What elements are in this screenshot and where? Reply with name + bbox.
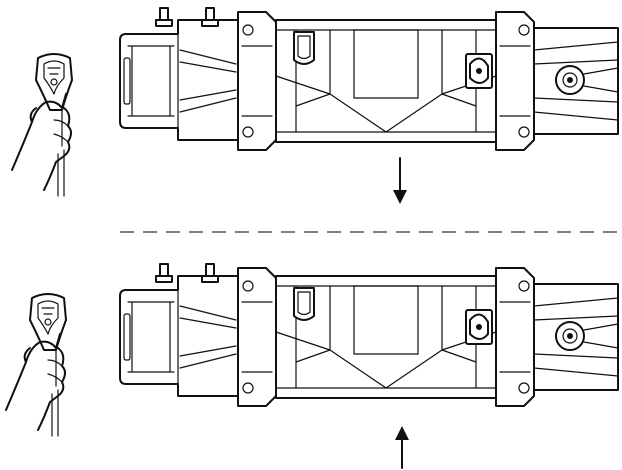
bottom-panel	[5, 263, 619, 469]
remote-hand-bottom	[5, 293, 67, 437]
remote-hand-top	[11, 53, 73, 197]
winch-bottom	[119, 263, 619, 407]
arrow-up	[395, 426, 409, 469]
arrow-down	[393, 157, 407, 204]
top-panel	[11, 7, 619, 204]
winch-top	[119, 7, 619, 151]
